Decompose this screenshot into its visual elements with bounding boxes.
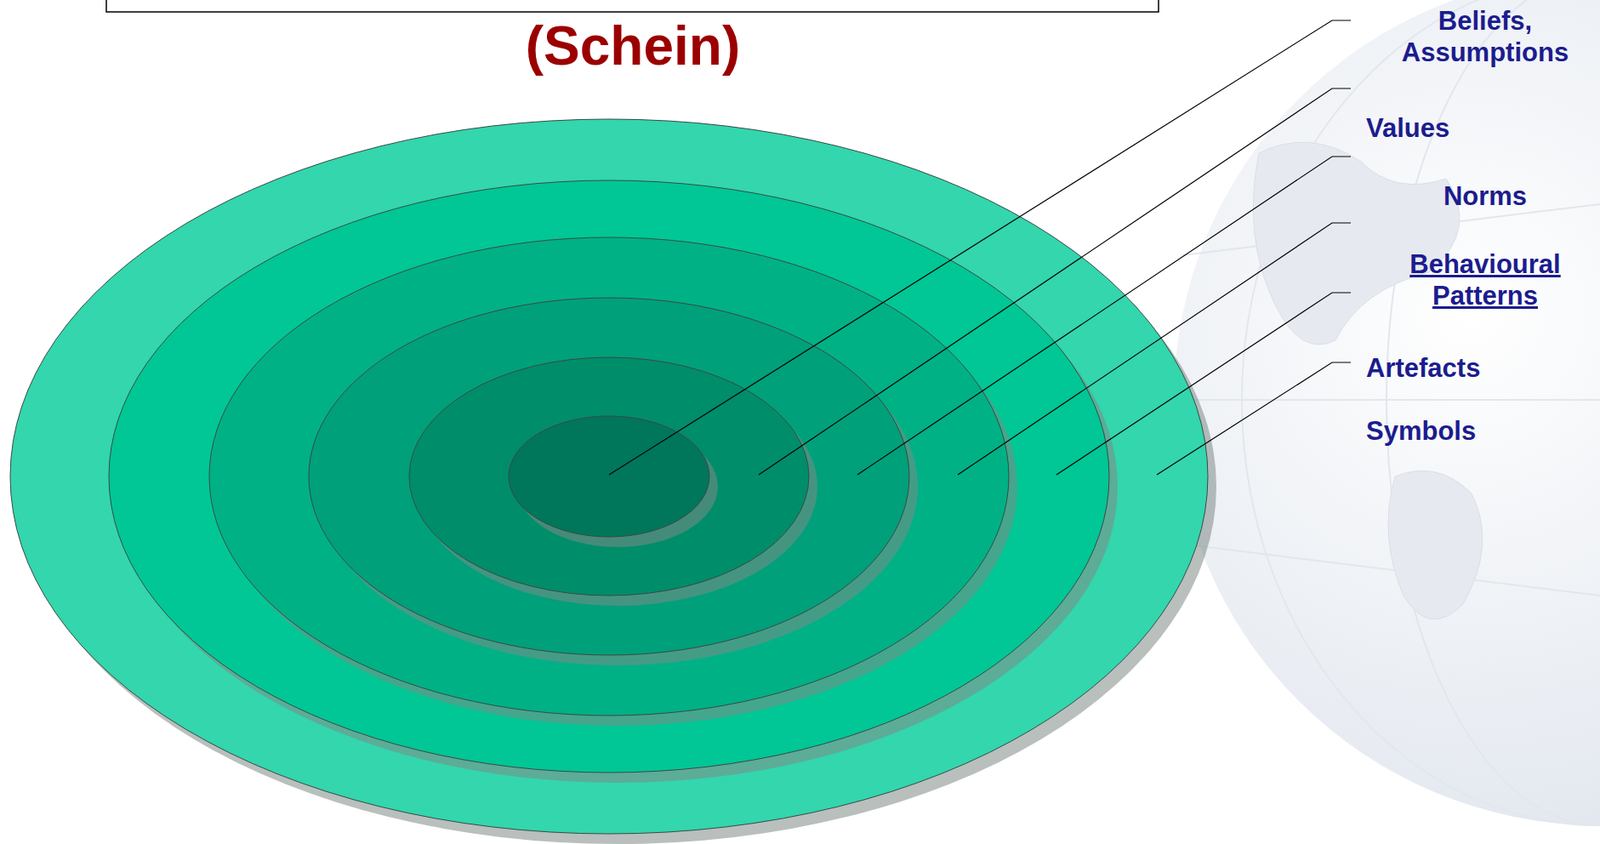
title-box [106, 0, 1159, 12]
culture-ring [308, 297, 910, 655]
leader-line [1056, 292, 1351, 475]
culture-ring [508, 415, 710, 537]
culture-ring [108, 180, 1110, 773]
leader-lines [609, 20, 1351, 475]
level-label: Artefacts [1366, 352, 1554, 384]
leader-line [1156, 362, 1351, 475]
concentric-ellipses [10, 119, 1217, 844]
level-label: Norms [1383, 180, 1588, 212]
leader-line [609, 20, 1351, 475]
leader-line [857, 156, 1351, 475]
level-label: Values [1366, 112, 1554, 144]
title: (Schein) [377, 15, 889, 77]
level-label: Behavioural Patterns [1383, 248, 1588, 312]
culture-ring [10, 119, 1208, 834]
leader-line [957, 222, 1351, 475]
globe-background [1173, 0, 1600, 826]
leader-line [758, 88, 1351, 475]
culture-ring [409, 357, 809, 596]
culture-ring [209, 237, 1009, 716]
level-label: Beliefs, Assumptions [1383, 5, 1588, 69]
level-label: Symbols [1366, 415, 1554, 447]
